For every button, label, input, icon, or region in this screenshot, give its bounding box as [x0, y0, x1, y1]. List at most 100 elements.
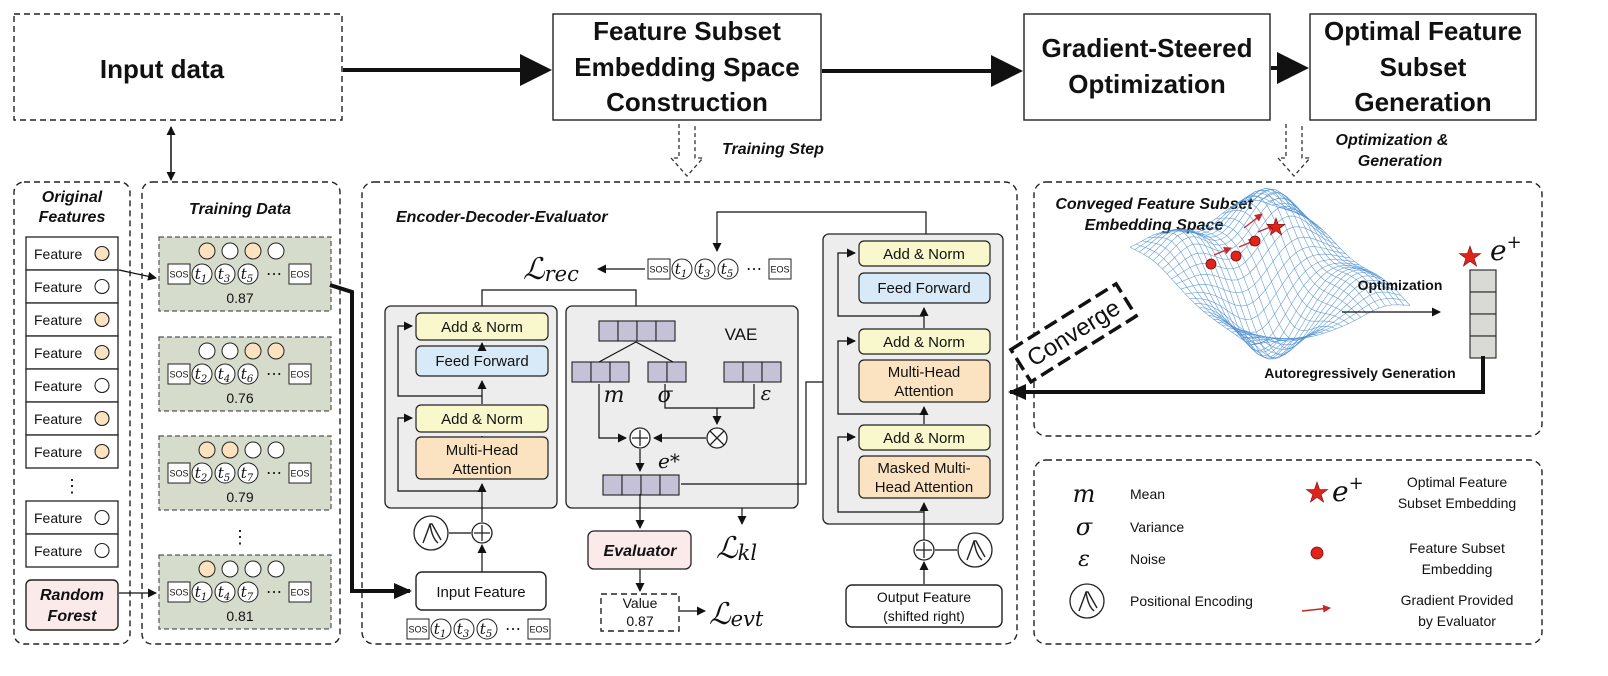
feature-token-label: t7	[241, 583, 254, 603]
gradient-arrow	[1213, 246, 1232, 256]
output-feature-line-1: Output Feature	[877, 589, 971, 605]
feature-token	[214, 363, 236, 385]
embedding-space-box	[1033, 181, 1543, 437]
feature-token-label: t5	[721, 260, 733, 280]
latent-vector	[647, 361, 687, 383]
feature-token	[237, 263, 259, 285]
token-index: 7	[247, 592, 254, 603]
legend-noise: Noise	[1130, 551, 1166, 567]
feature-selected-dot	[94, 542, 110, 559]
legend-point-icon	[1310, 546, 1324, 560]
legend-sigma-symbol: σ	[1076, 513, 1093, 541]
surface-line	[1160, 229, 1281, 342]
surface-line	[1228, 201, 1349, 324]
feature-subset-point	[1205, 258, 1217, 270]
sample-score: 0.76	[226, 390, 253, 406]
ofsg-line-3: Generation	[1354, 87, 1491, 117]
surface-line	[1136, 243, 1257, 345]
token-t: t	[480, 620, 487, 638]
feature-token	[671, 258, 693, 280]
legend-fs-embedding-2: Embedding	[1422, 561, 1493, 577]
loss-rec-symbol: ℒ	[523, 252, 546, 287]
e-plus-cell	[1469, 269, 1497, 293]
loss-evt-subscript: evt	[731, 607, 764, 631]
training-step-label: Training Step	[722, 141, 824, 158]
latent-cell	[647, 361, 668, 383]
feature-token	[237, 462, 259, 484]
input-feature-label: Input Feature	[436, 584, 525, 601]
surface-line	[1154, 232, 1275, 342]
space-title-1: Conveged Feature Subset	[1055, 196, 1253, 213]
enc-add-norm-2-label: Add & Norm	[441, 411, 523, 428]
sample-mask-dot	[198, 342, 216, 360]
training-data-box	[141, 181, 341, 645]
feature-selected-dot	[94, 344, 110, 361]
feature-selected-dot	[94, 377, 110, 394]
sample-mask-dot	[244, 242, 262, 260]
dec-mha	[858, 359, 991, 403]
surface-line	[1245, 298, 1406, 343]
surface-line	[1213, 268, 1374, 360]
ofsg-line-1: Optimal Feature	[1324, 16, 1522, 46]
sample-mask-dot	[221, 242, 239, 260]
dec-mha-line-1: Multi-Head	[888, 364, 961, 381]
feature-row: Feature	[25, 236, 119, 271]
token-index: 3	[463, 629, 469, 640]
legend-box	[1033, 459, 1543, 645]
vertical-ellipsis: ⋮	[231, 527, 249, 547]
latent-cell	[609, 361, 630, 383]
surface-line	[1271, 203, 1392, 306]
feature-token-label: t1	[195, 583, 207, 603]
token-t: t	[434, 620, 441, 638]
legend-variance: Variance	[1130, 519, 1184, 535]
feature-token	[237, 363, 259, 385]
original-features-box	[13, 181, 131, 645]
feature-label: Feature	[34, 246, 82, 262]
feature-row: Feature	[25, 269, 119, 304]
loss-kl-symbol: ℒ	[716, 531, 739, 566]
dec-add-glyph	[916, 542, 932, 558]
token-t: t	[218, 365, 225, 383]
token-ellipsis: ⋯	[266, 465, 282, 482]
feature-token	[214, 263, 236, 285]
surface-line	[1216, 217, 1337, 332]
output-feature-line-2: (shifted right)	[883, 608, 965, 624]
dec-residual-1	[837, 432, 924, 513]
token-index: 1	[440, 629, 446, 640]
training-data-title: Training Data	[189, 201, 291, 218]
input-data-label: Input data	[100, 54, 225, 84]
value-label: Value	[623, 595, 658, 611]
enc-to-vae-arrow	[481, 289, 641, 317]
enc-mha-line-1: Multi-Head	[446, 442, 519, 459]
surface-line	[1252, 189, 1374, 311]
e-plus-sup: +	[1507, 232, 1522, 253]
token-t: t	[195, 365, 202, 383]
feature-selected-dot	[94, 278, 110, 295]
feature-token	[453, 618, 475, 640]
token-ellipsis: ⋯	[266, 266, 282, 283]
token-index: 2	[200, 473, 207, 484]
feature-token-label: t1	[195, 265, 207, 285]
optimal-star-icon	[1458, 245, 1482, 267]
loss-kl: ℒkl	[716, 531, 757, 566]
feature-row: Feature	[25, 302, 119, 337]
latent-cell	[636, 320, 657, 342]
vae-epsilon-label: ε	[761, 381, 772, 405]
feature-label: Feature	[34, 510, 82, 526]
dec-mha-line-2: Attention	[894, 383, 953, 400]
feature-token	[191, 363, 213, 385]
sample-score: 0.79	[226, 489, 253, 505]
latent-cell	[640, 474, 661, 496]
token-t: t	[218, 583, 225, 601]
latent-cell	[602, 474, 623, 496]
surface-line	[1209, 222, 1331, 341]
sample-mask-dot	[267, 441, 285, 459]
sos-token	[647, 258, 671, 280]
feature-selected-dot	[94, 245, 110, 262]
token-t: t	[241, 265, 248, 283]
